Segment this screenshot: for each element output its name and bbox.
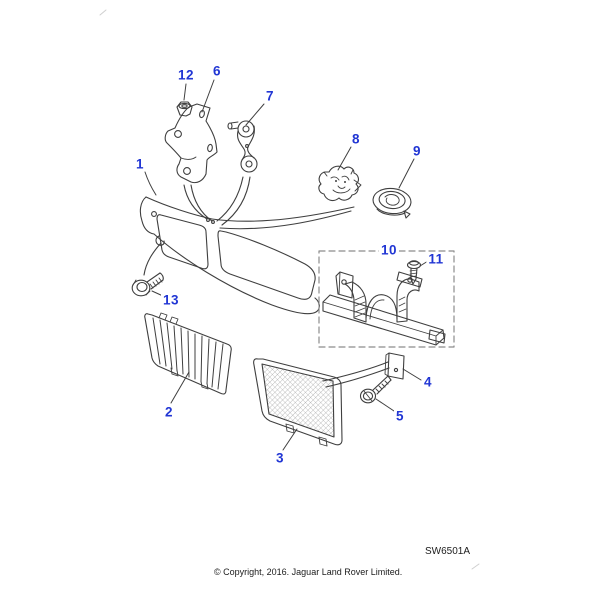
part-mesh-grille-3 xyxy=(253,358,390,447)
part-bracket-assembly-10 xyxy=(322,271,446,346)
callout-2[interactable]: 2 xyxy=(162,404,176,420)
callout-8[interactable]: 8 xyxy=(349,131,363,147)
callout-10[interactable]: 10 xyxy=(378,242,400,258)
faint-marks xyxy=(99,9,480,570)
callout-13[interactable]: 13 xyxy=(160,292,182,308)
part-grille-surround xyxy=(139,176,355,315)
callout-7[interactable]: 7 xyxy=(263,88,277,104)
part-badge-base-9 xyxy=(372,187,412,219)
part-vaned-grille-2 xyxy=(144,312,232,395)
callout-1[interactable]: 1 xyxy=(133,156,147,172)
part-bracket-7 xyxy=(227,120,258,173)
callout-12[interactable]: 12 xyxy=(175,67,197,83)
part-bolt-13 xyxy=(131,272,164,297)
part-screw-11 xyxy=(406,260,422,285)
copyright-text: © Copyright, 2016. Jaguar Land Rover Lim… xyxy=(214,567,403,577)
callout-6[interactable]: 6 xyxy=(210,63,224,79)
dashed-box-10 xyxy=(318,250,455,348)
part-screw-5 xyxy=(359,375,392,404)
part-bracket-6 xyxy=(164,103,218,184)
callout-3[interactable]: 3 xyxy=(273,450,287,466)
callout-11[interactable]: 11 xyxy=(426,251,446,267)
callout-9[interactable]: 9 xyxy=(410,143,424,159)
callout-4[interactable]: 4 xyxy=(421,374,435,390)
part-nut-12 xyxy=(176,101,193,117)
callout-5[interactable]: 5 xyxy=(393,408,407,424)
part-badge-growler-8 xyxy=(318,165,362,202)
diagram-code: SW6501A xyxy=(425,546,471,557)
part-plate-4 xyxy=(384,352,405,380)
